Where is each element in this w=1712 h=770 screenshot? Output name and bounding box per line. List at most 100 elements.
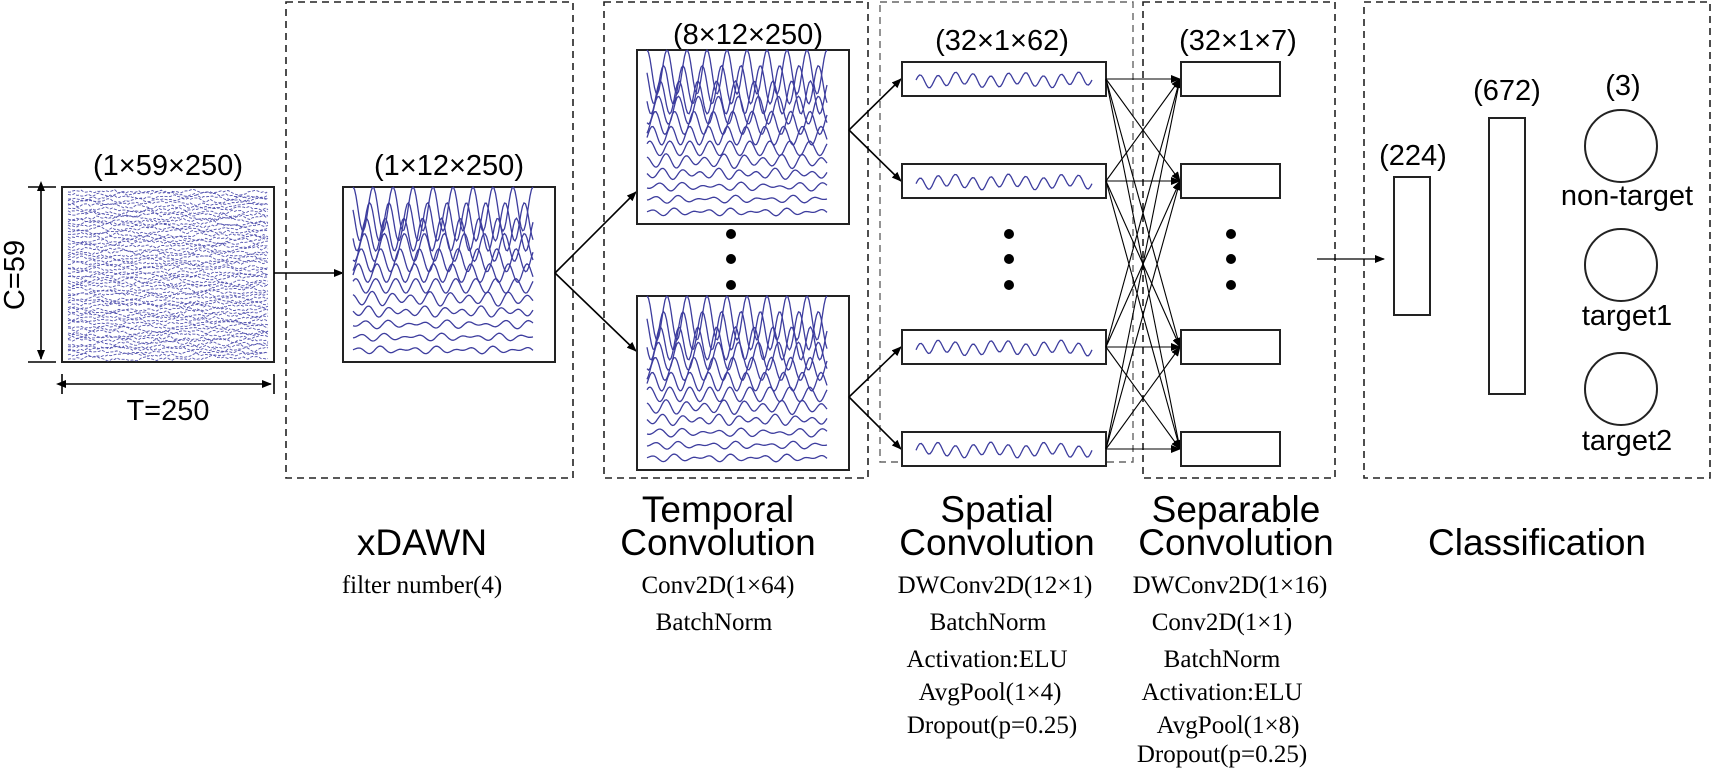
eeg-channel-trace — [67, 354, 269, 362]
spatial-op: Dropout(p=0.25) — [907, 712, 1077, 739]
xdawn-signals — [352, 185, 534, 355]
ellipsis-dot — [726, 229, 736, 239]
spatial-title-line2: Convolution — [899, 522, 1094, 563]
signal-trace — [646, 427, 828, 438]
spatial-to-separable-connections — [1105, 75, 1183, 453]
eeg-channel-trace — [67, 260, 268, 267]
eeg-channel-trace — [67, 248, 269, 256]
eeg-channel-trace — [67, 209, 269, 216]
eeg-channel-trace — [67, 334, 269, 341]
dense-shape-label: (672) — [1473, 75, 1541, 107]
flatten-layer — [1393, 176, 1431, 316]
spatial-shape-label: (32×1×62) — [935, 25, 1069, 57]
eeg-channel-trace — [67, 206, 269, 213]
classification-stage-frame — [1363, 1, 1711, 479]
separable-title-line2: Convolution — [1138, 522, 1333, 563]
eeg-channel-trace — [67, 245, 269, 253]
eeg-channel-trace — [67, 283, 269, 289]
input-eeg-box — [61, 186, 275, 363]
eeg-channel-trace — [67, 288, 269, 296]
eeg-channel-trace — [67, 211, 268, 219]
temporal-feature-map-1-signals — [646, 48, 828, 217]
eeg-channel-trace — [67, 345, 269, 353]
eeg-channel-trace — [67, 323, 269, 330]
xdawn-stage-frame — [285, 1, 574, 479]
spatial-op: BatchNorm — [930, 609, 1047, 636]
eeg-channel-trace — [67, 291, 269, 299]
channel-count-label: C=59 — [0, 240, 31, 310]
eeg-channel-trace — [67, 349, 269, 355]
xdawn-shape-label: (1×12×250) — [374, 150, 524, 182]
eeg-channel-trace — [67, 329, 269, 336]
temporal-title-line2: Convolution — [620, 522, 815, 563]
spatial-feature-map — [901, 431, 1107, 467]
temporal-op: BatchNorm — [656, 609, 773, 636]
eeg-channel-trace — [67, 351, 269, 358]
connection-arrow — [1105, 78, 1181, 182]
spatial-op: Activation:ELU — [906, 646, 1067, 673]
signal-trace — [646, 153, 828, 170]
signal-trace — [352, 332, 534, 342]
ellipsis-dot — [726, 254, 736, 264]
signal-trace — [646, 207, 828, 217]
eeg-channel-trace — [67, 252, 269, 258]
input-shape-label: (1×59×250) — [93, 150, 243, 182]
class-label-target2: target2 — [1582, 425, 1672, 457]
separable-stage-frame — [1142, 1, 1336, 479]
separable-op: Dropout(p=0.25) — [1137, 741, 1307, 768]
signal-trace — [352, 201, 534, 243]
arrow-xdawn-to-temporal-8 — [554, 272, 637, 352]
spatial-stage-frame — [879, 1, 1134, 463]
signal-trace — [646, 64, 828, 106]
output-shape-label: (3) — [1605, 70, 1640, 102]
temporal-title-line1: Temporal — [642, 489, 794, 530]
output-node-non-target — [1584, 109, 1658, 183]
eeg-channel-trace — [67, 321, 269, 326]
signal-trace — [646, 453, 828, 463]
ellipsis-dot — [1226, 280, 1236, 290]
eeg-channel-trace — [68, 231, 269, 238]
eeg-channel-trace — [67, 214, 269, 222]
connection-arrow — [1105, 180, 1182, 450]
signal-trace — [646, 371, 828, 392]
xdawn-op: filter number(4) — [342, 572, 502, 599]
signal-trace — [646, 356, 828, 382]
eeg-channel-trace — [67, 297, 269, 305]
class-label-non-target: non-target — [1561, 180, 1693, 212]
eeg-channel-trace — [67, 302, 269, 310]
separable-title-line1: Separable — [1152, 489, 1321, 530]
flatten-shape-label: (224) — [1379, 140, 1447, 172]
signal-trace — [646, 386, 828, 403]
arrow-temporal-to-spatial — [848, 129, 902, 182]
connection-arrow — [1105, 78, 1183, 450]
arrow-temporal-to-spatial — [848, 78, 902, 131]
ellipsis-dot — [1004, 280, 1014, 290]
signal-trace — [352, 345, 534, 355]
connection-arrow — [1105, 78, 1182, 348]
eeg-channel-trace — [67, 315, 269, 322]
signal-trace — [352, 290, 534, 307]
eeg-channel-trace — [67, 343, 268, 350]
spatial-op: DWConv2D(12×1) — [898, 572, 1093, 599]
classification-title: Classification — [1428, 522, 1646, 563]
eeg-channel-trace — [67, 202, 269, 210]
temporal-op: Conv2D(1×64) — [642, 572, 795, 599]
signal-trace — [646, 79, 828, 115]
spatial-signal-trace — [915, 339, 1093, 357]
time-length-label: T=250 — [126, 395, 209, 427]
signal-trace — [352, 217, 534, 253]
spatial-signal-trace — [915, 173, 1093, 191]
connection-arrow — [1105, 346, 1181, 450]
separable-op: BatchNorm — [1164, 646, 1281, 673]
spatial-signal-trace — [915, 71, 1093, 89]
eeg-channel-trace — [67, 317, 269, 324]
signal-trace — [646, 95, 828, 126]
eeg-channel-trace — [67, 257, 269, 264]
separable-op: AvgPool(1×8) — [1157, 712, 1300, 739]
signal-trace — [646, 140, 828, 157]
separable-op: DWConv2D(1×16) — [1133, 572, 1328, 599]
eeg-channel-trace — [67, 306, 269, 313]
separable-feature-map — [1180, 329, 1281, 365]
temporal-shape-label: (8×12×250) — [673, 19, 823, 51]
signal-trace — [646, 325, 828, 361]
